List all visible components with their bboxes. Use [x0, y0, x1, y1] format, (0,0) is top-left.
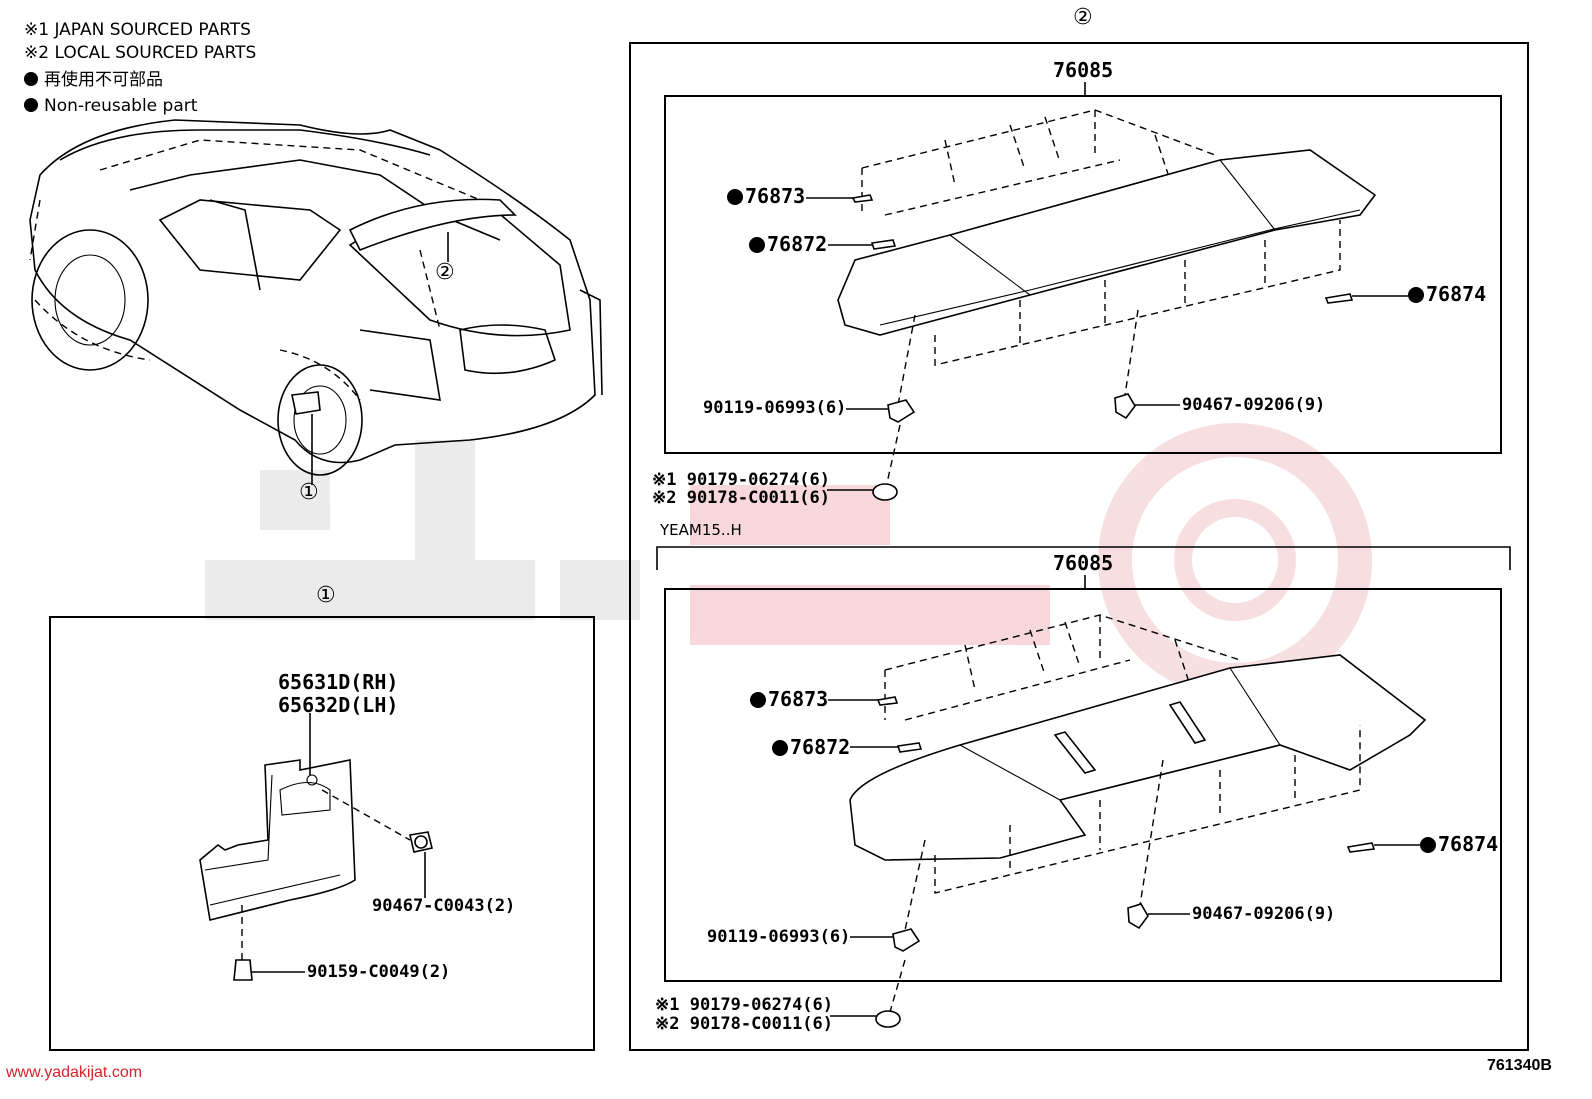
- non-reusable-dot-icon: [727, 189, 743, 205]
- lower-clip-part: 90467-09206(9): [1192, 904, 1336, 924]
- section-2-marker: ②: [1073, 5, 1093, 30]
- lower-nut-part: 90119-06993(6): [707, 927, 851, 947]
- section-1-marker: ①: [316, 583, 336, 608]
- upper-nut-part: 90119-06993(6): [703, 398, 847, 418]
- mudguard-screw-part: 90159-C0049(2): [307, 962, 451, 982]
- lower-variant-code: YEAM15..H: [660, 521, 742, 539]
- upper-clip-part: 90467-09206(9): [1182, 395, 1326, 415]
- mudguard-part-rh: 65631D(RH): [278, 670, 399, 694]
- upper-pad-b: 76872: [749, 234, 827, 254]
- non-reusable-dot-icon: [750, 692, 766, 708]
- section-2-frame: [629, 42, 1529, 1051]
- non-reusable-dot-icon: [1420, 837, 1436, 853]
- lower-spoiler-frame: [664, 588, 1502, 982]
- vehicle-illustration: [29, 119, 603, 485]
- marker-2-on-vehicle: ②: [435, 260, 455, 285]
- lower-assembly-part: 76085: [1053, 551, 1114, 575]
- mudguard-clip-part: 90467-C0043(2): [372, 896, 516, 916]
- upper-assembly-part: 76085: [1053, 58, 1114, 82]
- lower-grommet-local: ※2 90178-C0011(6): [655, 1014, 834, 1034]
- lower-pad-a: 76873: [750, 689, 828, 709]
- legend-local-sourced: ※2 LOCAL SOURCED PARTS: [24, 43, 257, 63]
- website-link[interactable]: www.yadakijat.com: [6, 1064, 143, 1081]
- section-1-frame: [49, 616, 595, 1051]
- lower-spoiler-illustration: [828, 614, 1427, 1028]
- upper-grommet-jp: ※1 90179-06274(6): [652, 470, 831, 490]
- lower-grommet-jp: ※1 90179-06274(6): [655, 995, 834, 1015]
- lower-pad-b: 76872: [772, 737, 850, 757]
- mudguard-illustration: [199, 713, 433, 981]
- marker-1-on-vehicle: ①: [299, 480, 319, 505]
- legend-non-reusable-en: Non-reusable part: [24, 98, 197, 115]
- lower-pad-c: 76874: [1420, 834, 1498, 854]
- non-reusable-dot-icon: [772, 740, 788, 756]
- non-reusable-dot-icon: [1408, 287, 1424, 303]
- non-reusable-dot-icon: [749, 237, 765, 253]
- legend-non-reusable-jp: 再使用不可部品: [24, 72, 163, 89]
- upper-spoiler-frame: [664, 95, 1502, 454]
- upper-pad-c: 76874: [1408, 284, 1486, 304]
- diagram-code: 761340B: [1487, 1057, 1552, 1074]
- legend-japan-sourced: ※1 JAPAN SOURCED PARTS: [24, 20, 251, 40]
- upper-spoiler-illustration: [806, 109, 1408, 501]
- non-reusable-dot-icon: [24, 72, 38, 86]
- upper-pad-a: 76873: [727, 186, 805, 206]
- upper-grommet-local: ※2 90178-C0011(6): [652, 488, 831, 508]
- non-reusable-dot-icon: [24, 98, 38, 112]
- mudguard-part-lh: 65632D(LH): [278, 693, 399, 717]
